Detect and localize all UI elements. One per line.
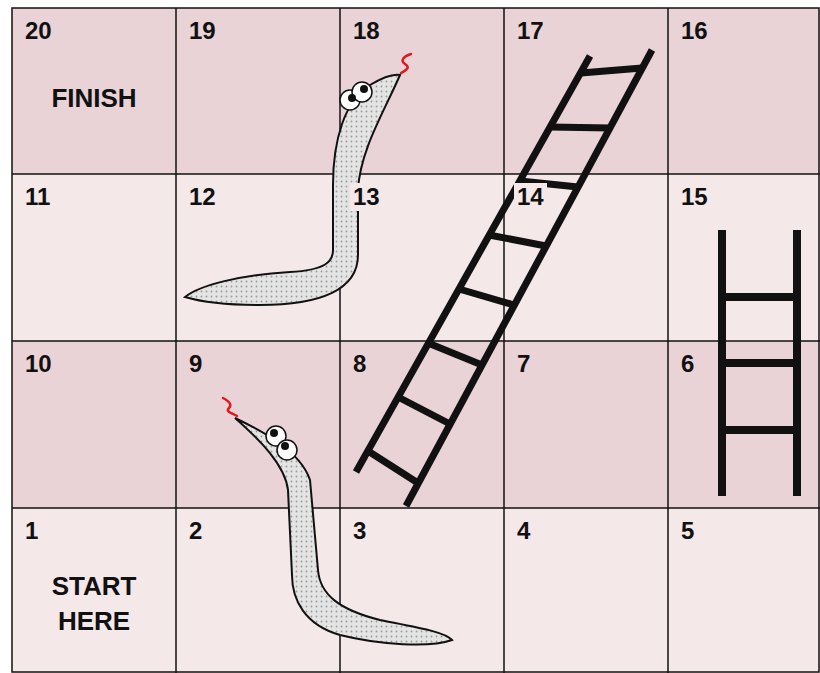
board-cell: 1START HERE [12, 508, 176, 673]
cell-number: 12 [186, 183, 219, 211]
snake-bottom [223, 398, 452, 645]
cell-label: START HERE [25, 569, 163, 639]
board-cell: 10 [12, 341, 176, 508]
board-cell: 2 [176, 508, 340, 673]
board-cell: 13 [340, 174, 504, 341]
cell-number: 4 [514, 517, 533, 545]
board-cell: 14 [504, 174, 668, 341]
cell-number: 7 [514, 350, 533, 378]
cell-number: 2 [186, 517, 205, 545]
cell-number: 5 [678, 517, 697, 545]
board-cell: 12 [176, 174, 340, 341]
cell-number: 17 [514, 17, 547, 45]
board-cell: 9 [176, 341, 340, 508]
cell-number: 3 [350, 517, 369, 545]
cell-number: 1 [22, 517, 41, 545]
board-cell: 7 [504, 341, 668, 508]
cell-number: 8 [350, 350, 369, 378]
ladder-long [356, 50, 652, 506]
ladder-short [722, 230, 797, 496]
cell-number: 6 [678, 350, 697, 378]
cell-number: 10 [22, 350, 55, 378]
board-cell: 17 [504, 8, 668, 174]
board-cell: 16 [668, 8, 820, 174]
board-cell: 11 [12, 174, 176, 341]
board-cell: 8 [340, 341, 504, 508]
cell-number: 20 [22, 17, 55, 45]
board-cell: 4 [504, 508, 668, 673]
cell-number: 9 [186, 350, 205, 378]
cell-label: FINISH [25, 81, 163, 116]
cell-number: 18 [350, 17, 383, 45]
cell-number: 16 [678, 17, 711, 45]
cell-number: 11 [22, 183, 53, 211]
cell-number: 15 [678, 183, 711, 211]
board-cell: 5 [668, 508, 820, 673]
board-cell: 15 [668, 174, 820, 341]
cell-number: 19 [186, 17, 219, 45]
board-cell: 6 [668, 341, 820, 508]
cell-number: 14 [514, 183, 547, 211]
board-grid [12, 8, 820, 673]
cell-number: 13 [350, 183, 383, 211]
board-cell: 3 [340, 508, 504, 673]
board-cell: 19 [176, 8, 340, 174]
snake-top [185, 54, 411, 305]
board-cell: 20FINISH [12, 8, 176, 174]
board-ground [12, 8, 820, 673]
board-cell: 18 [340, 8, 504, 174]
